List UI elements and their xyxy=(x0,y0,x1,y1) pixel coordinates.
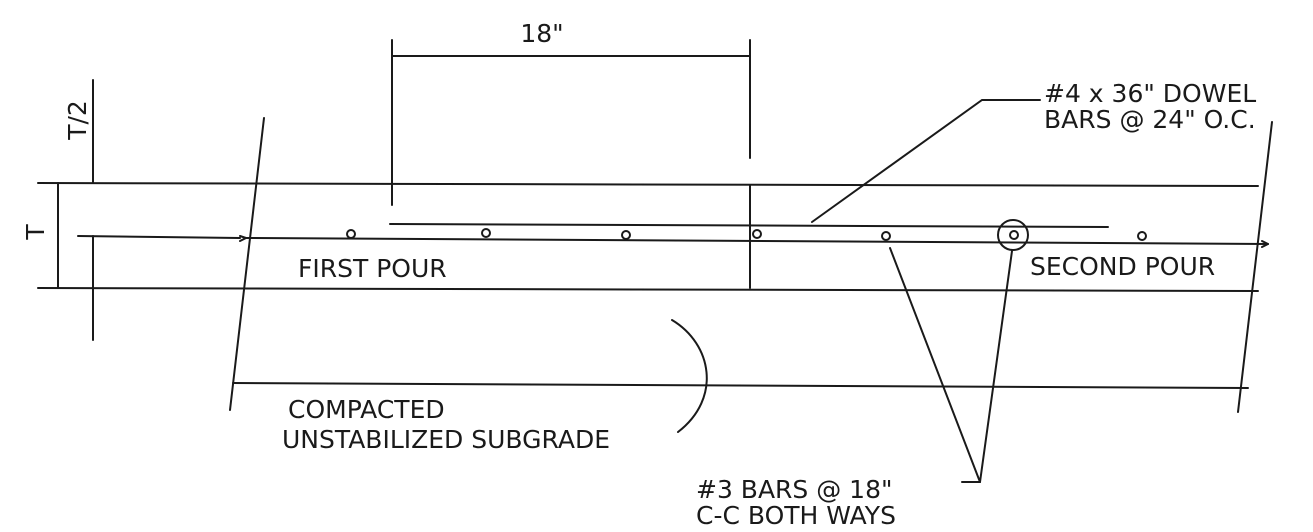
first-pour-label: FIRST POUR xyxy=(298,254,447,283)
dowel-leader xyxy=(811,99,1041,223)
dowel-label-line1: #4 x 36" DOWEL xyxy=(1044,79,1256,108)
bars-label-line1: #3 BARS @ 18" xyxy=(696,475,893,504)
rebar-dot xyxy=(1137,231,1147,241)
slab-top-line xyxy=(37,182,1259,187)
rebar-dot xyxy=(621,230,631,240)
bars-label-line2: C-C BOTH WAYS xyxy=(696,501,896,530)
rebar-mat-line xyxy=(245,237,1269,245)
dowel-label-line2: BARS @ 24" O.C. xyxy=(1044,105,1256,134)
rebar-dot xyxy=(881,231,891,241)
bars-leader-right xyxy=(979,250,1013,483)
bars-leader-left xyxy=(889,247,981,483)
subgrade-leader xyxy=(671,319,708,433)
subgrade-line xyxy=(232,382,1249,389)
second-pour-label: SECOND POUR xyxy=(1030,252,1215,281)
rebar-left-break xyxy=(239,235,247,242)
rebar-dot xyxy=(346,229,356,239)
dim-t2-label: T/2 xyxy=(63,100,92,141)
dim-t-label: T xyxy=(21,224,50,241)
rebar-dot xyxy=(481,228,491,238)
left-break-line xyxy=(229,117,265,411)
highlight-circle xyxy=(997,219,1029,251)
rebar-dot xyxy=(1009,230,1019,240)
dim-t-ticks xyxy=(77,235,241,239)
subgrade-label-line1: COMPACTED xyxy=(288,395,445,424)
subgrade-label-line2: UNSTABILIZED SUBGRADE xyxy=(282,425,610,454)
rebar-dot xyxy=(752,229,762,239)
rebar-right-break xyxy=(1261,240,1269,248)
dim-18-label: 18" xyxy=(520,19,563,48)
slab-bottom-line xyxy=(37,287,1259,292)
right-break-line xyxy=(1237,121,1273,413)
